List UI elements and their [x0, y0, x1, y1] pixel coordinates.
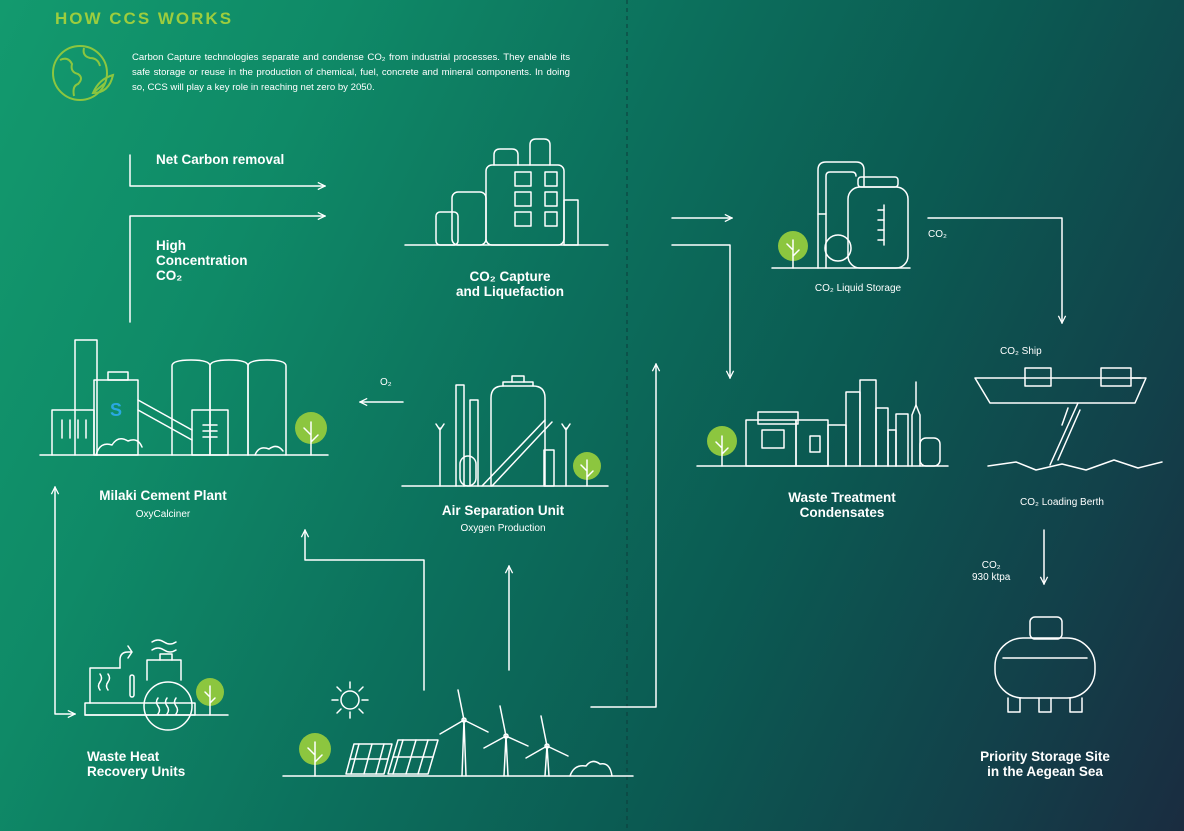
priority-storage-label: Priority Storage Site in the Aegean Sea [980, 749, 1110, 779]
page-title: HOW CCS WORKS [55, 9, 234, 28]
liquid-storage-tank-icon [771, 161, 911, 269]
waste-heat-label: Waste Heat Recovery Units [87, 749, 186, 779]
wind-turbine-icon [439, 689, 569, 777]
co2-capture-label: CO₂ Capture and Liquefaction [456, 269, 564, 299]
tree-icon [196, 678, 224, 716]
net-carbon-arrows [129, 154, 325, 323]
tree-icon [778, 231, 808, 269]
air-separation-label: Air Separation Unit [441, 503, 565, 518]
waste-treatment-label: Waste Treatment Condensates [788, 490, 896, 520]
storage-tank-icon [994, 616, 1096, 713]
co2-liquid-storage-label: CO₂ Liquid Storage [814, 283, 902, 294]
tree-icon [299, 733, 331, 777]
plant-heat-arrow [55, 487, 75, 714]
oxygen-production-label: Oxygen Production [460, 523, 546, 534]
milaki-plant-label: Milaki Cement Plant [99, 488, 227, 503]
co2-capture-plant-icon [404, 138, 609, 246]
waste-treatment-plant-icon [696, 379, 949, 467]
capture-outflow-arrows [671, 218, 732, 378]
oxycalciner-label: OxyCalciner [135, 509, 191, 520]
co2-amount-label: CO₂ 930 ktpa [972, 560, 1011, 583]
svg-text:S: S [110, 400, 122, 420]
renewable-arrows [305, 364, 656, 708]
high-concentration-label: High Concentration CO₂ [156, 238, 248, 283]
net-carbon-removal-label: Net Carbon removal [156, 152, 285, 167]
renewables-ground [282, 760, 634, 777]
co2-ship-label: CO₂ Ship [1000, 346, 1042, 357]
air-separation-unit-icon [401, 375, 609, 487]
solar-panel-icon [345, 739, 439, 775]
o2-arrow-label: O₂ [380, 377, 392, 388]
tree-icon [707, 426, 737, 467]
co2-loading-berth-label: CO₂ Loading Berth [1020, 497, 1104, 508]
sun-icon [331, 681, 369, 719]
cement-plant-icon: S [39, 339, 329, 456]
ship-icon [974, 367, 1147, 466]
tree-icon [573, 452, 601, 487]
loading-berth-icon [987, 459, 1163, 471]
waste-heat-recovery-icon [84, 639, 229, 731]
co2-arrow-label: CO₂ [928, 229, 947, 240]
globe-leaf-icon [52, 45, 115, 101]
co2-to-ship-arrow [927, 217, 1062, 323]
intro-text: Carbon Capture technologies separate and… [132, 52, 570, 93]
tree-icon [295, 412, 327, 456]
